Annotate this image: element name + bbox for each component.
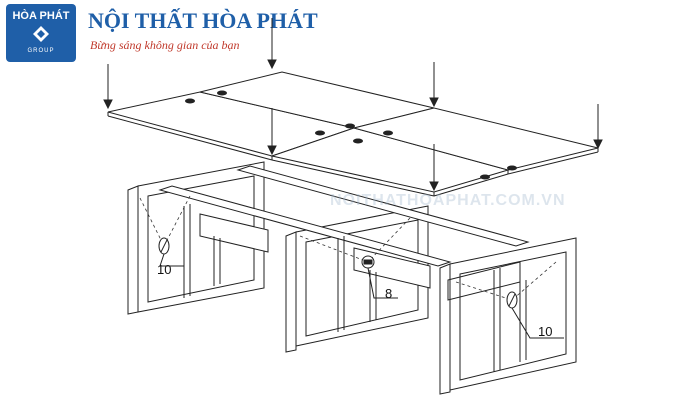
grommet-hole xyxy=(507,165,517,171)
front-beam xyxy=(236,165,530,247)
grommet-hole xyxy=(217,90,227,96)
callout-label-8: 8 xyxy=(385,286,393,301)
grommet-hole xyxy=(345,123,355,129)
back-beam xyxy=(158,185,452,267)
grommet-hole xyxy=(480,174,490,180)
grommet-hole xyxy=(315,130,325,136)
brand-slogan: Bừng sáng không gian của bạn xyxy=(90,38,240,52)
callout-label-10-left: 10 xyxy=(157,262,172,277)
grommet-hole xyxy=(383,130,393,136)
watermark: NOITHATHOAPHAT.COM.VN xyxy=(330,192,566,209)
logo-subtext: GROUP xyxy=(27,48,55,54)
logo-text: HÒA PHÁT xyxy=(12,10,70,22)
grommet-hole xyxy=(185,98,195,104)
left-leg-frame xyxy=(127,185,139,315)
callout-label-10-right: 10 xyxy=(538,324,553,339)
brand-title: NỘI THẤT HÒA PHÁT xyxy=(88,8,318,33)
company-logo: HÒA PHÁT GROUP xyxy=(6,4,76,62)
grommet-hole xyxy=(353,138,363,144)
center-leg-frame xyxy=(285,231,297,353)
modesty-panel-left xyxy=(199,213,269,253)
logo-mark-icon xyxy=(33,26,49,42)
